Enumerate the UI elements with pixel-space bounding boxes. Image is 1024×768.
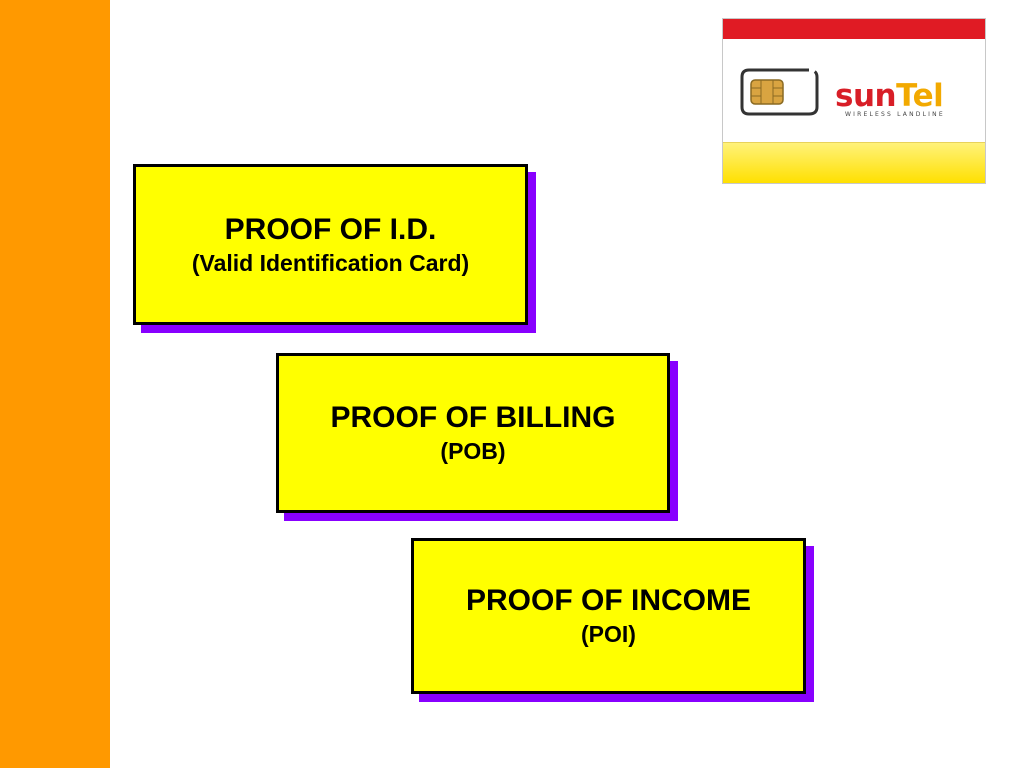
brand-tagline: WIRELESS LANDLINE <box>845 111 945 118</box>
sim-card-icon <box>739 67 821 117</box>
requirement-subtitle: (POI) <box>581 621 636 647</box>
logo-red-stripe <box>723 19 985 39</box>
brand-name-part2: Tel <box>896 78 944 114</box>
requirement-box-id: PROOF OF I.D. (Valid Identification Card… <box>133 164 528 325</box>
suntel-logo: sunTel WIRELESS LANDLINE <box>722 18 986 184</box>
brand-name: sunTel <box>835 78 944 114</box>
orange-side-bar <box>0 0 110 768</box>
brand-name-part1: sun <box>835 78 897 114</box>
requirement-title: PROOF OF INCOME <box>466 584 751 617</box>
logo-yellow-band <box>723 142 985 183</box>
requirement-box-billing: PROOF OF BILLING (POB) <box>276 353 670 513</box>
requirement-title: PROOF OF BILLING <box>330 401 616 434</box>
requirement-subtitle: (Valid Identification Card) <box>191 249 470 276</box>
requirement-title: PROOF OF I.D. <box>224 212 437 246</box>
requirement-box-income: PROOF OF INCOME (POI) <box>411 538 806 694</box>
requirement-subtitle: (POB) <box>440 438 506 464</box>
